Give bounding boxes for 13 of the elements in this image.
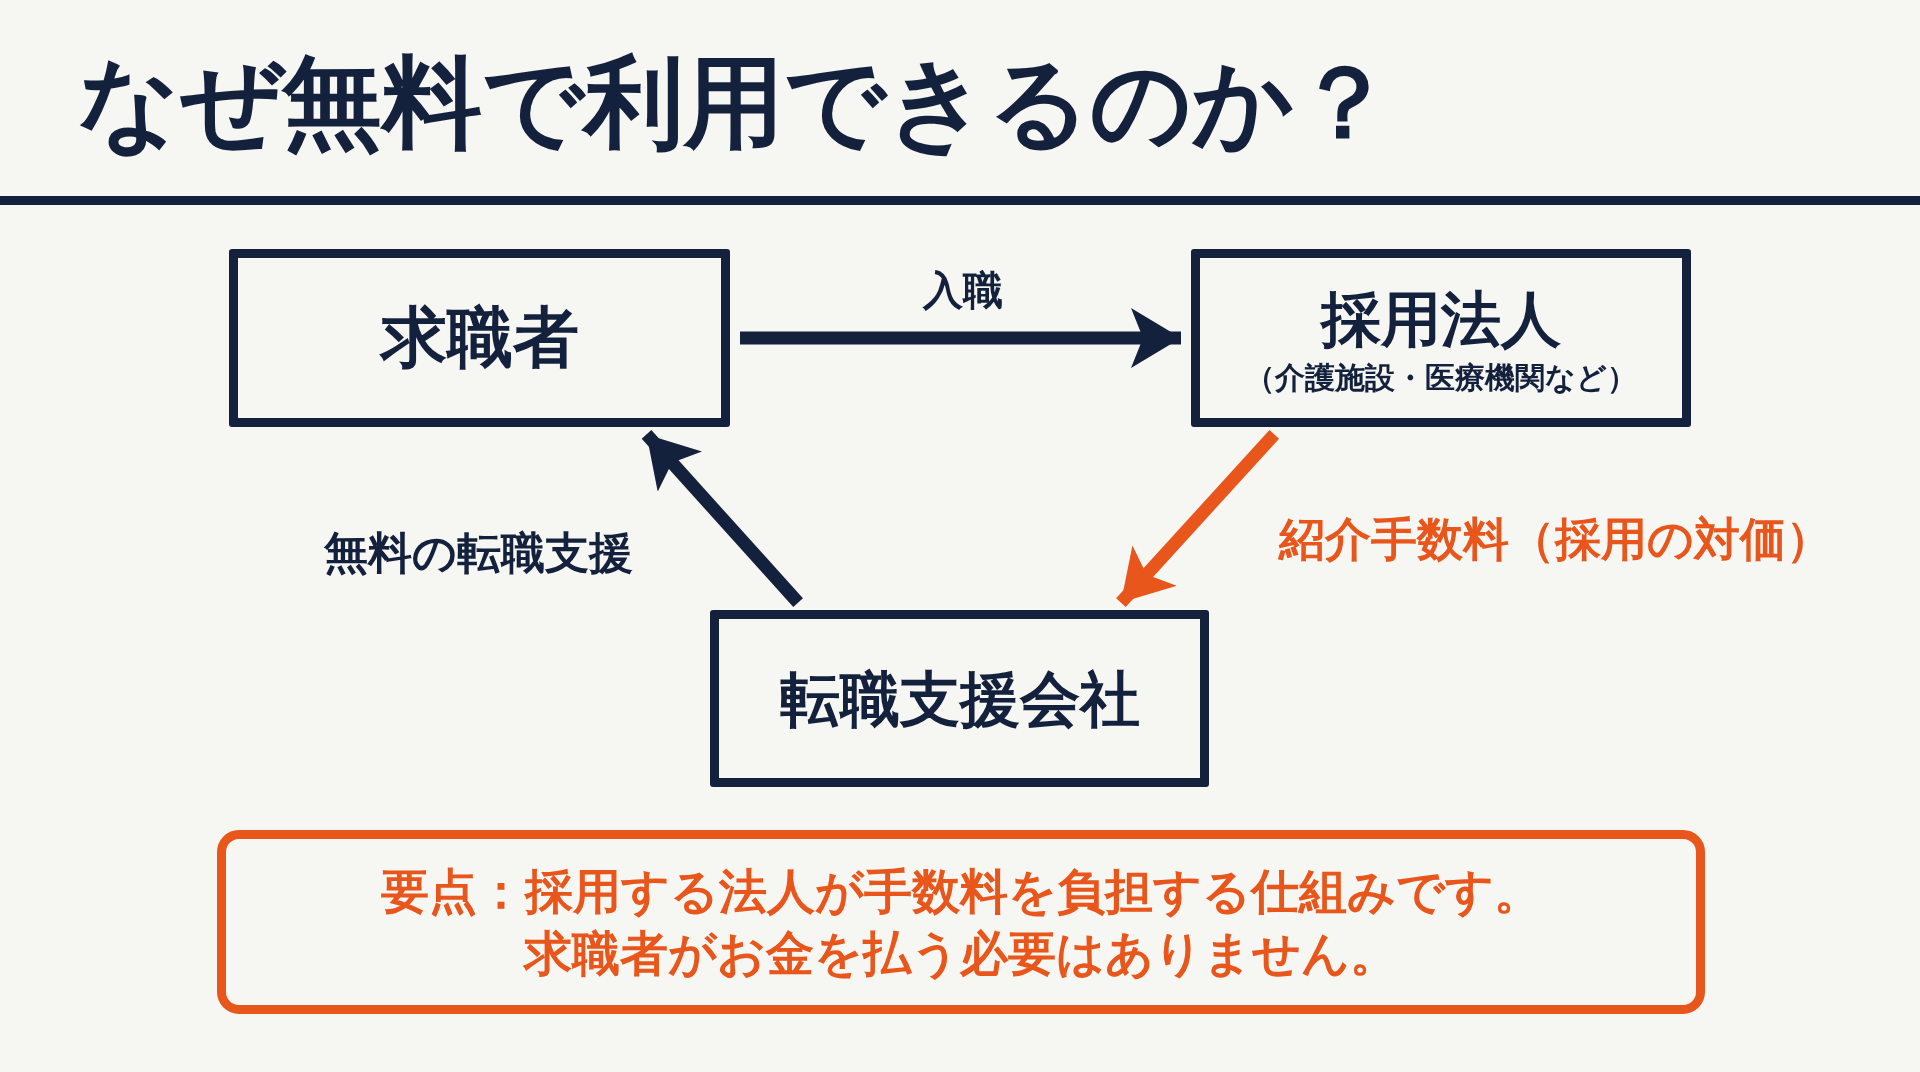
node-title: 転職支援会社 (779, 662, 1140, 736)
process-box (710, 610, 1209, 787)
process-box (1191, 249, 1691, 427)
note-box (217, 830, 1705, 1014)
node-title: 求職者 (380, 298, 579, 379)
arrow (641, 430, 803, 607)
process-box (229, 249, 730, 427)
title: なぜ無料で利用できるのか？ (78, 43, 1394, 163)
arrow (1116, 430, 1280, 607)
arrow (740, 308, 1181, 368)
node-title: 採用法人 (1321, 282, 1561, 356)
note-text: 要点：採用する法人が手数料を負担する仕組みです。求職者がお金を払う必要はありません。 (379, 861, 1543, 983)
node-subtitle: （介護施設・医療機関など） (1245, 358, 1637, 397)
